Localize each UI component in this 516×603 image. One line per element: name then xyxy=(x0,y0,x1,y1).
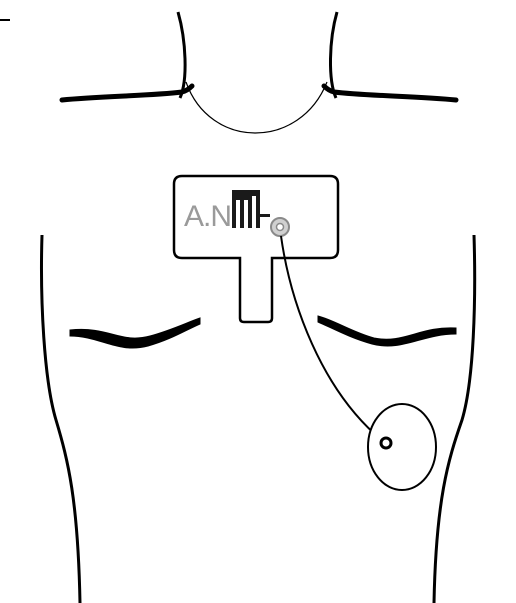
electrode-contact-dot xyxy=(381,438,391,448)
left-pectoral-line xyxy=(70,318,200,348)
torso-left-side xyxy=(42,235,80,603)
left-shoulder-line xyxy=(62,86,192,100)
neck-right-line xyxy=(330,12,337,98)
right-pectoral-line xyxy=(318,316,456,346)
right-shoulder-line xyxy=(324,86,456,100)
electrode-pad xyxy=(368,404,436,490)
neckline-curve xyxy=(186,82,327,133)
torso-right-side xyxy=(434,235,475,603)
device-label-text: A.N xyxy=(184,200,231,233)
neck-left-line xyxy=(178,12,185,98)
electrode-snap-icon xyxy=(271,218,289,236)
